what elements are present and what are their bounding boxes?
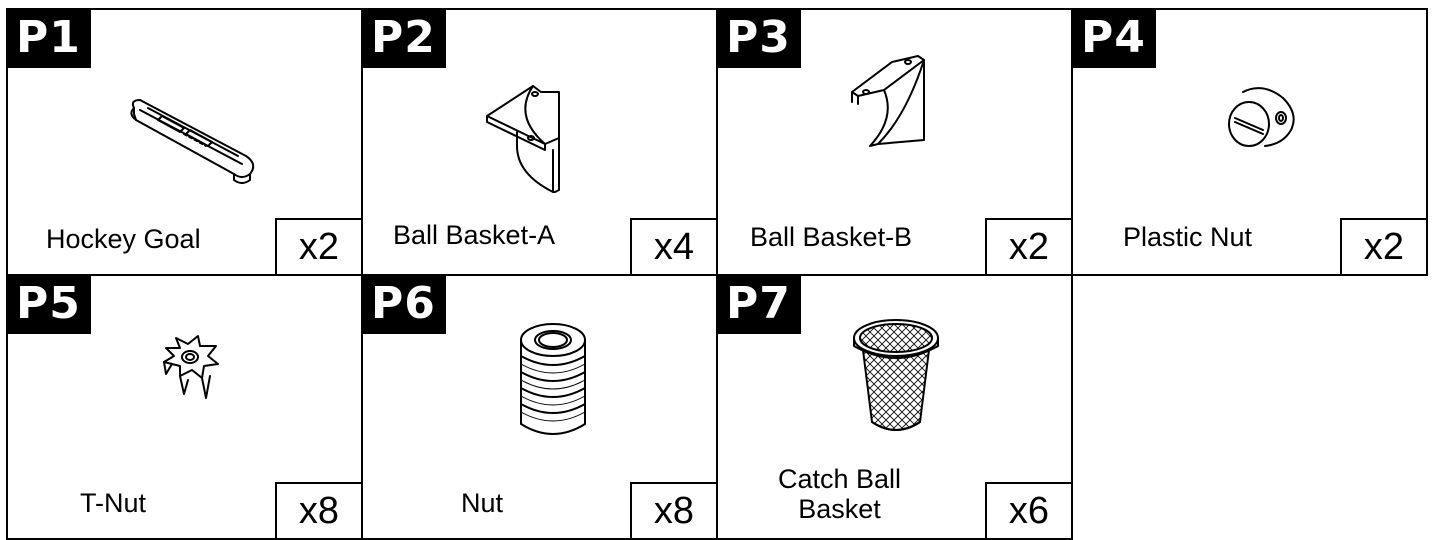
quantity-box: x8 [275, 482, 361, 538]
hockey-goal-icon [126, 94, 266, 184]
quantity-box: x2 [1340, 218, 1426, 274]
part-code-badge: P4 [1073, 10, 1156, 68]
part-code-badge: P6 [363, 276, 446, 334]
part-cell-p5: P5 T-Nut x8 [6, 274, 363, 540]
part-name: Nut [461, 488, 504, 518]
plastic-nut-icon [1223, 84, 1299, 154]
quantity-box: x2 [985, 218, 1071, 274]
quantity-box: x4 [630, 218, 716, 274]
part-name-line-2: Basket [798, 494, 881, 525]
part-cell-p7: P7 Catch Ball Basket x6 [716, 274, 1073, 540]
part-name: Catch Ball Basket [778, 464, 901, 524]
ball-basket-a-icon [483, 82, 573, 194]
quantity-box: x2 [275, 218, 361, 274]
part-code-badge: P2 [363, 10, 446, 68]
ball-basket-b-icon [848, 48, 932, 150]
part-cell-p1: P1 Hockey Goal x2 [6, 8, 363, 276]
part-name: Plastic Nut [1123, 222, 1253, 252]
part-name-line-1: Catch Ball [778, 464, 902, 494]
part-cell-p4: P4 Plastic Nut x2 [1071, 8, 1428, 276]
part-name: Ball Basket-B [750, 222, 913, 252]
part-code-badge: P3 [718, 10, 801, 68]
quantity-box: x8 [630, 482, 716, 538]
part-cell-p6: P6 Nut x8 [361, 274, 718, 540]
t-nut-icon [158, 332, 224, 404]
part-name: T-Nut [80, 488, 147, 518]
nut-icon [515, 318, 591, 436]
part-cell-p2: P2 Ball Basket-A x4 [361, 8, 718, 276]
part-code-badge: P7 [718, 276, 801, 334]
part-code-badge: P1 [8, 10, 91, 68]
part-name: Ball Basket-A [393, 220, 556, 250]
quantity-box: x6 [985, 482, 1071, 538]
part-name: Hockey Goal [46, 224, 201, 254]
catch-ball-basket-icon [850, 312, 942, 438]
part-cell-p3: P3 Ball Basket-B x2 [716, 8, 1073, 276]
part-code-badge: P5 [8, 276, 91, 334]
